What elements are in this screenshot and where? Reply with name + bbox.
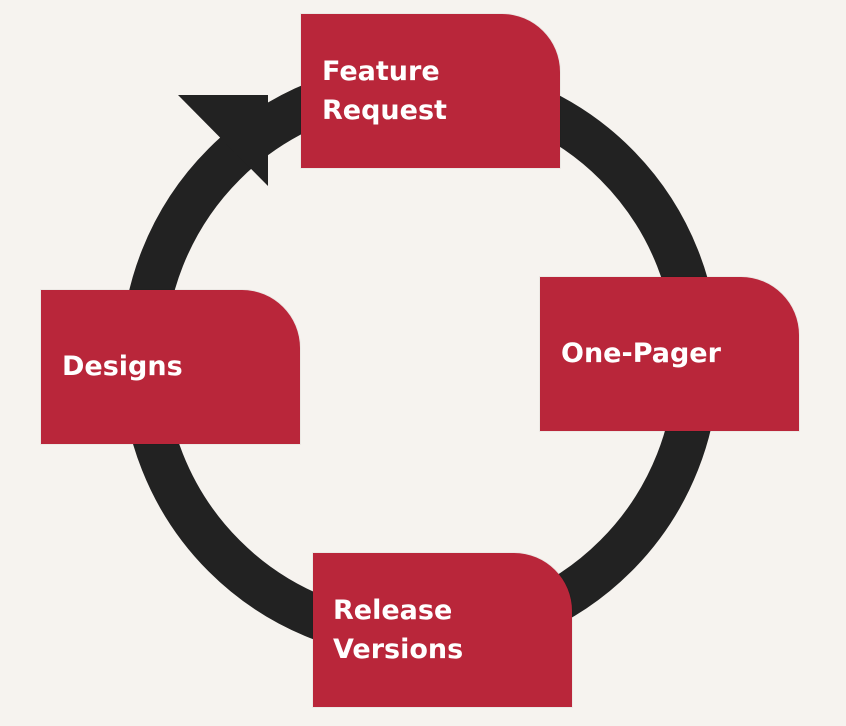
step-label-designs: Designs: [62, 351, 183, 383]
step-designs: Designs: [41, 290, 300, 444]
step-label-feature-request: Feature Request: [322, 55, 447, 126]
step-label-one-pager: One-Pager: [561, 338, 721, 370]
arrow-icon: [178, 95, 268, 186]
step-release-versions: Release Versions: [313, 553, 572, 707]
step-one-pager: One-Pager: [540, 277, 799, 431]
step-feature-request: Feature Request: [301, 14, 560, 168]
step-label-release-versions: Release Versions: [333, 594, 464, 665]
